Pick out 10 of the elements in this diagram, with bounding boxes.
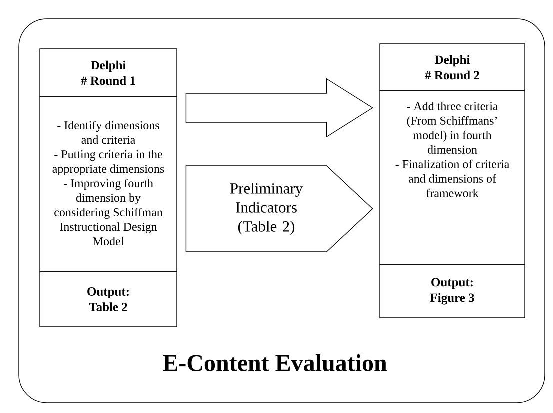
- text-cell: - Identify dimensions and criteria - Putting criteria in the appropriate dimensions - Improving fourth dimension by considering Schiffman Instructional Design Model: [40, 96, 178, 272]
- header-cell: Delphi # Round 2: [380, 44, 526, 92]
- header-cell: Delphi # Round 1: [40, 48, 178, 98]
- block-arrow: [186, 78, 374, 138]
- output-cell: Output: Table 2: [40, 272, 178, 328]
- output-cell: Output: Figure 3: [380, 264, 526, 318]
- text-cell: - Add three criteria (From Schiffmans’ model) in fourth dimension - Finalization of criteria and dimensions of framework: [380, 90, 526, 266]
- pentagon-arrow: [186, 166, 374, 252]
- edge-label: Preliminary Indicators (Table 2): [224, 182, 310, 236]
- title: E-Content Evaluation: [163, 354, 387, 372]
